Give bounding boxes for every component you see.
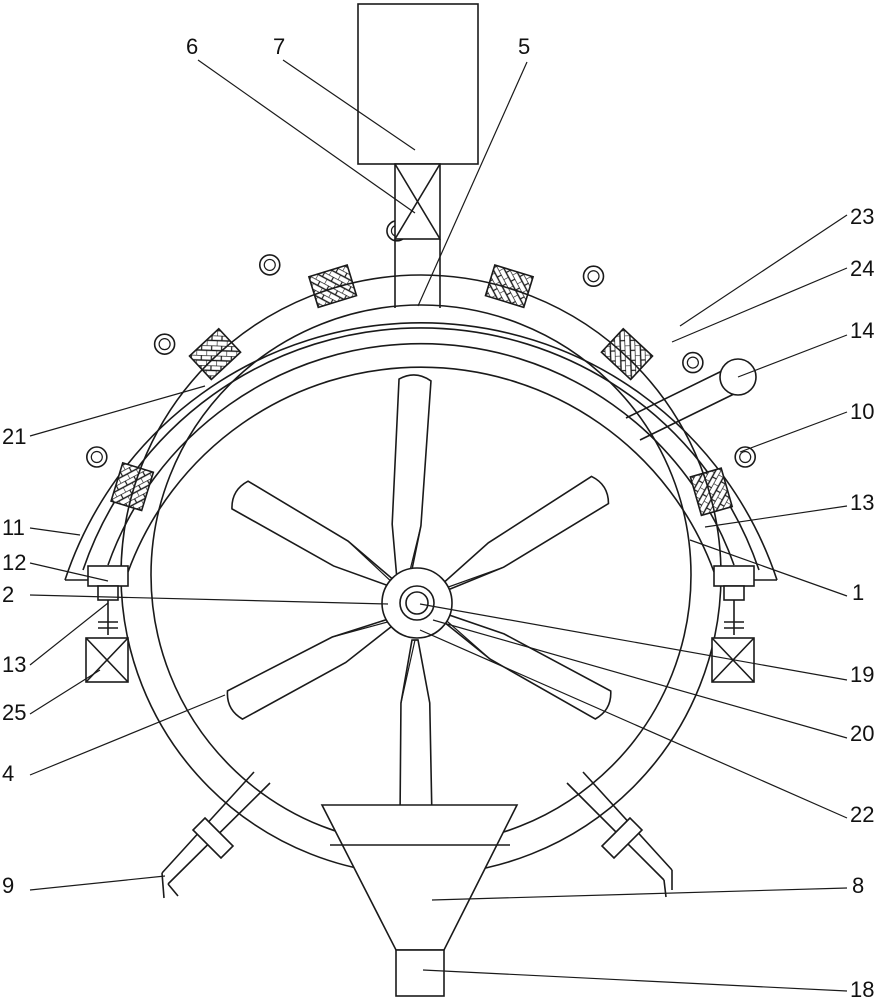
impeller-blades	[226, 374, 612, 826]
label-2: 2	[2, 582, 14, 607]
label-25: 25	[2, 700, 26, 725]
roller-2	[258, 254, 281, 276]
roller-pin-6	[739, 450, 752, 464]
leader-6	[739, 411, 848, 453]
brick-pad-0	[110, 461, 155, 512]
leader-20	[431, 887, 848, 901]
label-12: 12	[2, 550, 26, 575]
leader-7	[29, 385, 206, 437]
leader-lines	[29, 59, 848, 992]
roller-1	[153, 333, 176, 355]
leader-21	[422, 969, 848, 992]
support-leg-left	[161, 771, 271, 899]
leader-18	[419, 629, 848, 819]
leader-15	[29, 669, 101, 715]
impeller-hub	[381, 567, 453, 639]
blade-rib-4	[332, 619, 396, 638]
leader-4	[671, 267, 848, 343]
blade-rib-1	[439, 566, 504, 591]
label-22: 22	[850, 802, 874, 827]
leader-1	[282, 59, 416, 151]
label-5: 5	[518, 34, 530, 59]
label-4: 4	[2, 761, 14, 786]
blade-2	[437, 611, 612, 720]
label-9: 9	[2, 873, 14, 898]
flange-left	[85, 565, 129, 683]
leader-10	[29, 562, 109, 582]
blade-1	[437, 475, 610, 594]
roller-5	[682, 351, 704, 374]
roller-pin-1	[158, 338, 171, 351]
roller-pin-4	[587, 270, 600, 283]
blade-4	[226, 616, 398, 721]
top-motor-assembly	[357, 3, 479, 308]
brick-pad-2	[307, 264, 358, 309]
label-6: 6	[186, 34, 198, 59]
roller-4	[582, 265, 605, 288]
roller-0	[86, 446, 108, 468]
leader-0	[197, 59, 416, 214]
leader-11	[689, 539, 848, 597]
leader-2	[417, 61, 528, 307]
brick-pad-5	[689, 467, 734, 517]
label-20: 20	[850, 721, 874, 746]
bottom-hopper	[320, 804, 519, 997]
blade-rib-2	[439, 614, 491, 660]
blade-5	[231, 480, 398, 589]
flange-right	[711, 565, 755, 683]
blade-rib-3	[400, 639, 416, 704]
brick-pad-3	[484, 264, 535, 309]
leader-9	[704, 505, 848, 528]
roller-pin-5	[686, 356, 699, 369]
label-7: 7	[273, 34, 285, 59]
label-21: 21	[2, 424, 26, 449]
label-19: 19	[850, 662, 874, 687]
leader-13	[29, 602, 109, 666]
label-13-left: 13	[2, 652, 26, 677]
label-10: 10	[850, 399, 874, 424]
part-labels: 6 7 5 23 24 14 10 21 11 13 12 1 2 13 19 …	[2, 34, 874, 1000]
leader-8	[29, 527, 81, 536]
brick-pad-4	[600, 327, 654, 381]
leader-14	[419, 603, 848, 681]
leader-17	[29, 694, 226, 776]
leader-16	[432, 619, 848, 739]
leader-5	[737, 334, 848, 378]
leader-12	[29, 594, 389, 605]
brick-pad-1	[188, 327, 242, 381]
blade-rib-5	[347, 540, 396, 586]
label-1: 1	[852, 580, 864, 605]
blade-0	[391, 374, 432, 605]
label-18: 18	[850, 977, 874, 1000]
label-24: 24	[850, 256, 874, 281]
label-14: 14	[850, 318, 874, 343]
blade-3	[399, 639, 433, 826]
roller-pin-0	[90, 450, 103, 464]
leader-3	[679, 214, 848, 327]
roller-pin-2	[263, 258, 276, 272]
brick-pads	[110, 264, 734, 517]
leader-19	[29, 875, 166, 891]
label-8: 8	[852, 873, 864, 898]
label-23: 23	[850, 204, 874, 229]
support-leg-right	[566, 771, 673, 898]
label-11: 11	[2, 515, 25, 540]
label-13-right: 13	[850, 490, 874, 515]
